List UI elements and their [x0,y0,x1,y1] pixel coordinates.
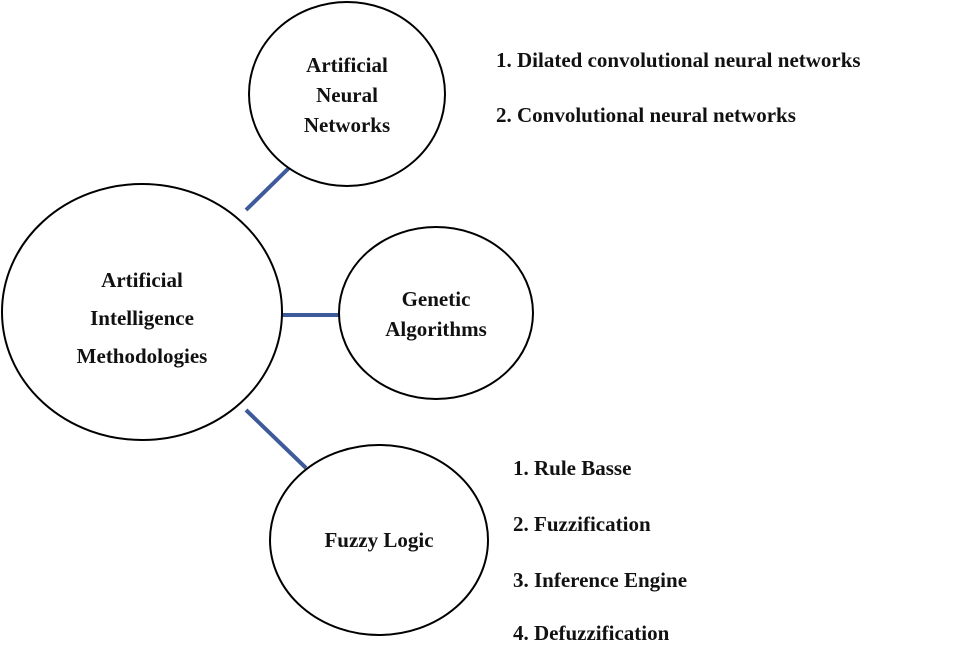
ann-subtopics-list: 1. Dilated convolutional neural networks… [496,48,861,127]
node-genetic-algorithms: Genetic Algorithms [338,226,534,400]
node-ai-methodologies-line-3: Methodologies [77,344,208,368]
node-fuzzy-logic: Fuzzy Logic [269,444,489,636]
fuzzy-list-item-2: 2. Fuzzification [513,512,651,536]
node-ai-methodologies-line-2: Intelligence [90,306,194,330]
node-ai-methodologies: Artificial Intelligence Methodologies [1,183,283,441]
node-ann-line-2: Neural [316,83,378,107]
ann-list-item-1: 1. Dilated convolutional neural networks [496,48,861,72]
node-genetic-algorithms-line-1: Genetic [402,287,471,311]
node-ann-line-1: Artificial [306,53,388,77]
fuzzy-list-item-3: 3. Inference Engine [513,568,687,592]
node-ai-methodologies-line-1: Artificial [101,268,183,292]
node-fuzzy-logic-ellipse [269,444,489,636]
connector-fuzzy [244,408,308,470]
connector-ann [244,163,294,212]
node-fuzzy-logic-line-1: Fuzzy Logic [324,528,433,552]
ann-list-item-2: 2. Convolutional neural networks [496,103,796,127]
node-ann-ellipse [248,1,446,187]
node-ai-methodologies-ellipse [1,183,283,441]
node-genetic-algorithms-ellipse [338,226,534,400]
node-genetic-algorithms-line-2: Algorithms [385,317,487,341]
fuzzy-list-item-1: 1. Rule Basse [513,456,631,480]
fuzzy-list-item-4: 4. Defuzzification [513,621,670,645]
node-ann: Artificial Neural Networks [248,1,446,187]
node-ann-line-3: Networks [304,113,390,137]
fuzzy-subtopics-list: 1. Rule Basse 2. Fuzzification 3. Infere… [513,456,687,645]
